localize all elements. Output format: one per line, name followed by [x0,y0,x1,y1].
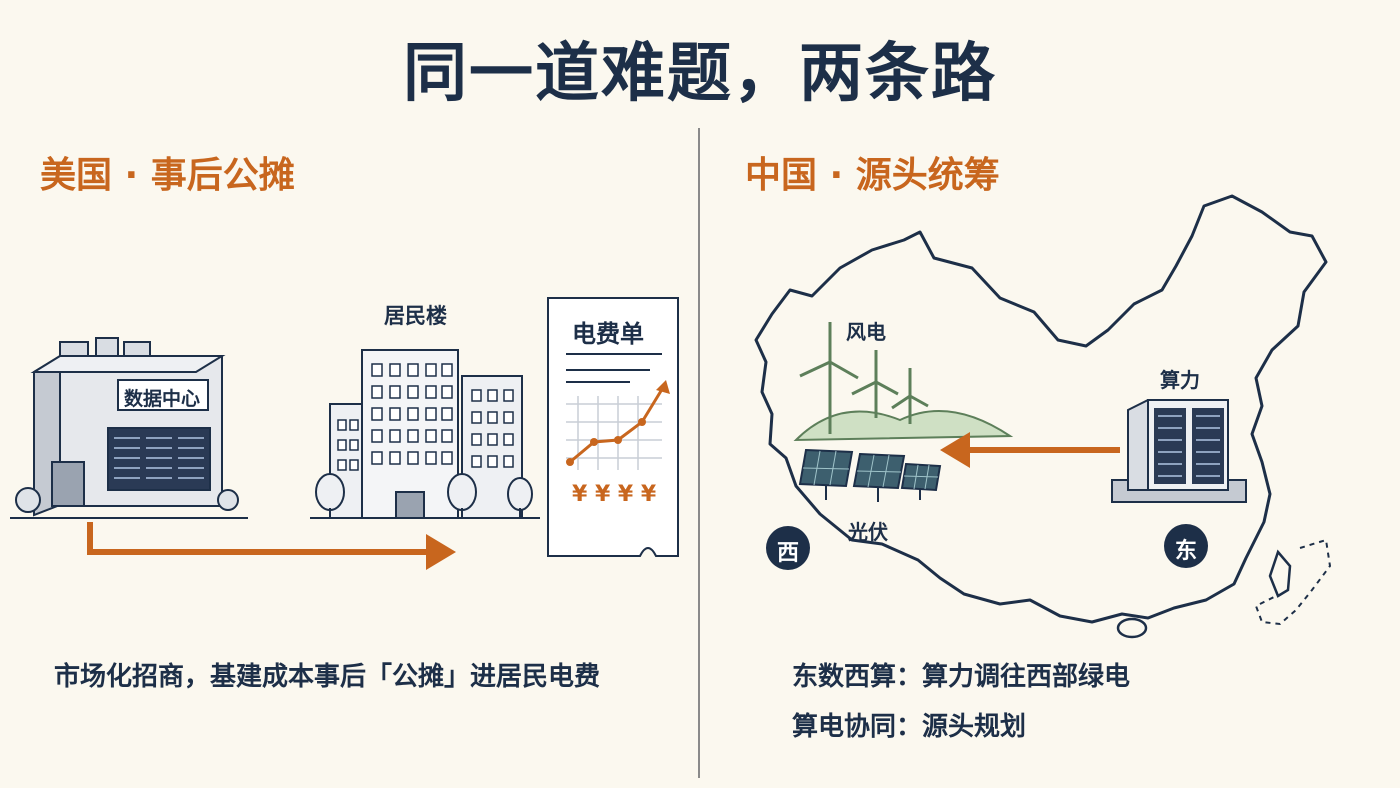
electricity-bill-icon [547,297,679,557]
us-caption: 市场化招商，基建成本事后「公摊」进居民电费 [54,662,601,692]
solar-power-label: 光伏 [848,520,888,544]
page-title: 同一道难题，两条路 [403,37,997,111]
taiwan-island [1268,549,1292,598]
dashed-island-outline [1254,538,1332,626]
compute-label: 算力 [1160,368,1200,392]
west-badge: 西 [776,541,799,566]
us-section-heading: 美国 · 事后公摊 [40,155,295,196]
wind-power-label: 风电 [846,320,886,344]
east-badge-circle [1164,524,1208,568]
solar-panels-icon [798,448,942,502]
datacenter-label: 数据中心 [124,388,201,410]
cost-flow-arrow [87,522,430,555]
datacenter-icon [10,337,248,519]
wind-turbines-icon [799,322,929,434]
hainan-island [1116,617,1148,639]
residential-label: 居民楼 [384,304,447,328]
compute-server-icon [1111,399,1247,503]
hills-icon [793,410,1014,442]
cost-flow-arrowhead [426,534,456,570]
east-to-west-arrowhead [940,432,970,468]
center-divider [698,128,700,778]
east-badge: 东 [1174,539,1197,564]
residential-buildings-icon [310,349,540,519]
china-caption-line2: 算电协同：源头规划 [792,712,1027,742]
china-section-heading: 中国 · 源头统筹 [745,155,1000,196]
bill-title: 电费单 [572,320,644,348]
bill-currency: ¥ ¥ ¥ ¥ [572,482,657,507]
china-caption-line1: 东数西算：算力调往西部绿电 [792,662,1131,692]
us-illustration [10,297,679,570]
west-badge-circle [766,526,810,570]
china-map-outline [754,194,1328,624]
